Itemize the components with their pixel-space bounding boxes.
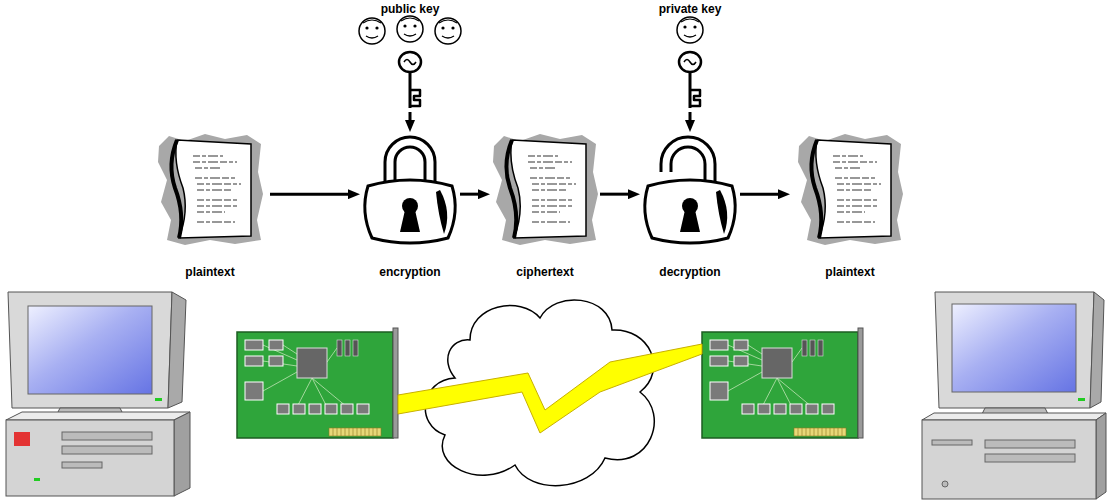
document-node: plaintext [150, 125, 270, 280]
right-computer [1078, 398, 1085, 401]
node-label: plaintext [183, 265, 236, 280]
key-node: private key [625, 2, 755, 112]
private-key-face [677, 17, 703, 43]
key-node: public key [325, 2, 495, 112]
right-computer [1096, 413, 1106, 499]
open-padlock [645, 180, 735, 243]
right-computer [985, 454, 1075, 462]
left-computer [8, 292, 172, 408]
left-computer [62, 432, 152, 440]
public-key-faces [397, 16, 423, 42]
left-computer [28, 306, 152, 394]
node-label: public key [379, 2, 442, 17]
arrow-connector [600, 193, 632, 196]
document-icon [158, 134, 903, 245]
key-icon [679, 52, 701, 108]
right-computer [932, 440, 972, 445]
right-computer [922, 292, 1106, 499]
arrow-connector [460, 193, 482, 196]
document-node: ciphertext [490, 125, 600, 280]
node-label: private key [657, 2, 724, 17]
arrow-connector [689, 112, 692, 124]
left-computer [6, 292, 190, 496]
lightning-bolt [398, 344, 702, 433]
right-computer [942, 481, 948, 487]
lightning-bolt [398, 344, 702, 433]
document-node: plaintext [790, 125, 910, 280]
arrow-connector [740, 193, 782, 196]
private-key-face [677, 17, 703, 43]
right-computer [935, 292, 1094, 408]
left-computer [174, 412, 190, 496]
left-computer [155, 398, 162, 401]
open-padlock [645, 142, 735, 243]
right-computer [985, 440, 1075, 448]
network-card [237, 328, 398, 438]
lock-node: decryption [640, 132, 740, 280]
right-computer [952, 304, 1076, 392]
left-computer [14, 432, 30, 446]
closed-padlock [365, 142, 455, 243]
arrow-connector [270, 193, 352, 196]
node-label: plaintext [823, 265, 876, 280]
public-key-faces [435, 18, 461, 44]
node-label: decryption [657, 265, 722, 280]
left-computer [168, 292, 186, 408]
key-icon [399, 52, 421, 108]
node-label: encryption [377, 265, 442, 280]
right-computer [922, 420, 1096, 499]
left-computer [6, 420, 174, 496]
closed-padlock [365, 180, 455, 243]
document-icon [493, 134, 598, 245]
network-card [702, 328, 863, 438]
public-key-faces [359, 16, 461, 44]
document-icon [798, 134, 903, 245]
right-computer [922, 413, 1106, 420]
left-computer [34, 478, 40, 481]
arrow-connector [409, 112, 412, 124]
left-computer [6, 412, 190, 420]
left-computer [62, 462, 102, 468]
right-computer [1090, 292, 1104, 408]
lock-node: encryption [360, 132, 460, 280]
key-icon [399, 52, 701, 108]
document-icon [158, 134, 263, 245]
left-computer [62, 446, 152, 454]
node-label: ciphertext [514, 265, 575, 280]
public-key-faces [359, 18, 385, 44]
